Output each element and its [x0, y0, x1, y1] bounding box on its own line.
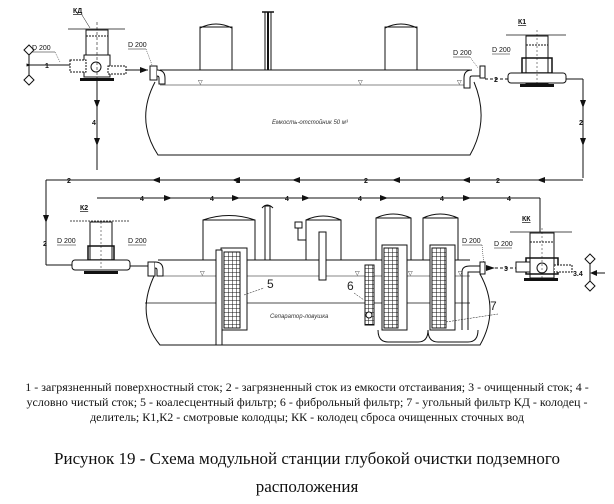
pipe-label: D 200 — [462, 238, 481, 245]
flow-label-4: 4 — [285, 196, 289, 203]
flow-label-2: 2 — [364, 178, 368, 185]
pipe-label: D 200 — [128, 238, 147, 245]
flow-label-3: 3 — [504, 266, 508, 273]
separator-tank — [145, 204, 491, 346]
pipe-label: D 200 — [494, 241, 513, 248]
level-mark: ▽ — [198, 80, 203, 86]
component-number-6: 6 — [347, 279, 354, 293]
component-number-7: 7 — [490, 299, 497, 313]
pipe-label: D 200 — [492, 47, 511, 54]
pipe-label: D 200 — [57, 238, 76, 245]
level-mark: ▽ — [408, 271, 413, 277]
figure-caption: Рисунок 19 - Схема модульной станции глу… — [54, 449, 560, 496]
level-mark: ▽ — [200, 271, 205, 277]
flow-label-4: 4 — [92, 120, 96, 127]
component-number-5: 5 — [267, 277, 274, 291]
well-kd — [68, 22, 127, 150]
well-k1 — [506, 30, 567, 87]
pipe-label: D 200 — [453, 50, 472, 57]
flow-label-3-4: 3.4 — [573, 271, 583, 278]
flow-label-4: 4 — [440, 196, 444, 203]
well-kk — [510, 228, 573, 281]
well-k2 — [70, 220, 131, 274]
flow-label-4: 4 — [210, 196, 214, 203]
inlet-valve-symbol — [23, 44, 35, 86]
separator-tank-label: Сепаратор-ловушка — [270, 314, 329, 320]
flow-label-2: 2 — [43, 241, 47, 248]
settling-tank-label: Емкость-отстойник 50 м³ — [272, 119, 349, 126]
figure-legend: 1 - загрязненный поверхностный сток; 2 -… — [25, 380, 589, 424]
settling-tank — [145, 11, 486, 156]
flow-label-2: 2 — [496, 178, 500, 185]
flow-label-2: 2 — [579, 120, 583, 127]
outlet-valve-symbol — [584, 253, 605, 292]
well-label-k2: К2 — [80, 205, 88, 212]
level-mark: ▽ — [358, 80, 363, 86]
pipe-label: D 200 — [32, 45, 51, 52]
well-label-k1: К1 — [518, 19, 526, 26]
flow-label-4: 4 — [507, 196, 511, 203]
flow-label-2: 2 — [236, 178, 240, 185]
flow-label-2: 2 — [494, 77, 498, 84]
flow-label-2: 2 — [67, 178, 71, 185]
level-mark: ▽ — [355, 271, 360, 277]
flow-label-4: 4 — [358, 196, 362, 203]
flow-label-4: 4 — [140, 196, 144, 203]
flow-label-1: 1 — [45, 63, 49, 70]
level-mark: ▽ — [458, 271, 463, 277]
level-mark: ▽ — [457, 80, 462, 86]
well-label-kd: КД — [73, 8, 82, 15]
well-label-kk: КК — [522, 216, 531, 223]
treatment-station-diagram: 1 D 200 КД 4 D 200 — [23, 8, 605, 346]
pipe-label: D 200 — [128, 42, 147, 49]
